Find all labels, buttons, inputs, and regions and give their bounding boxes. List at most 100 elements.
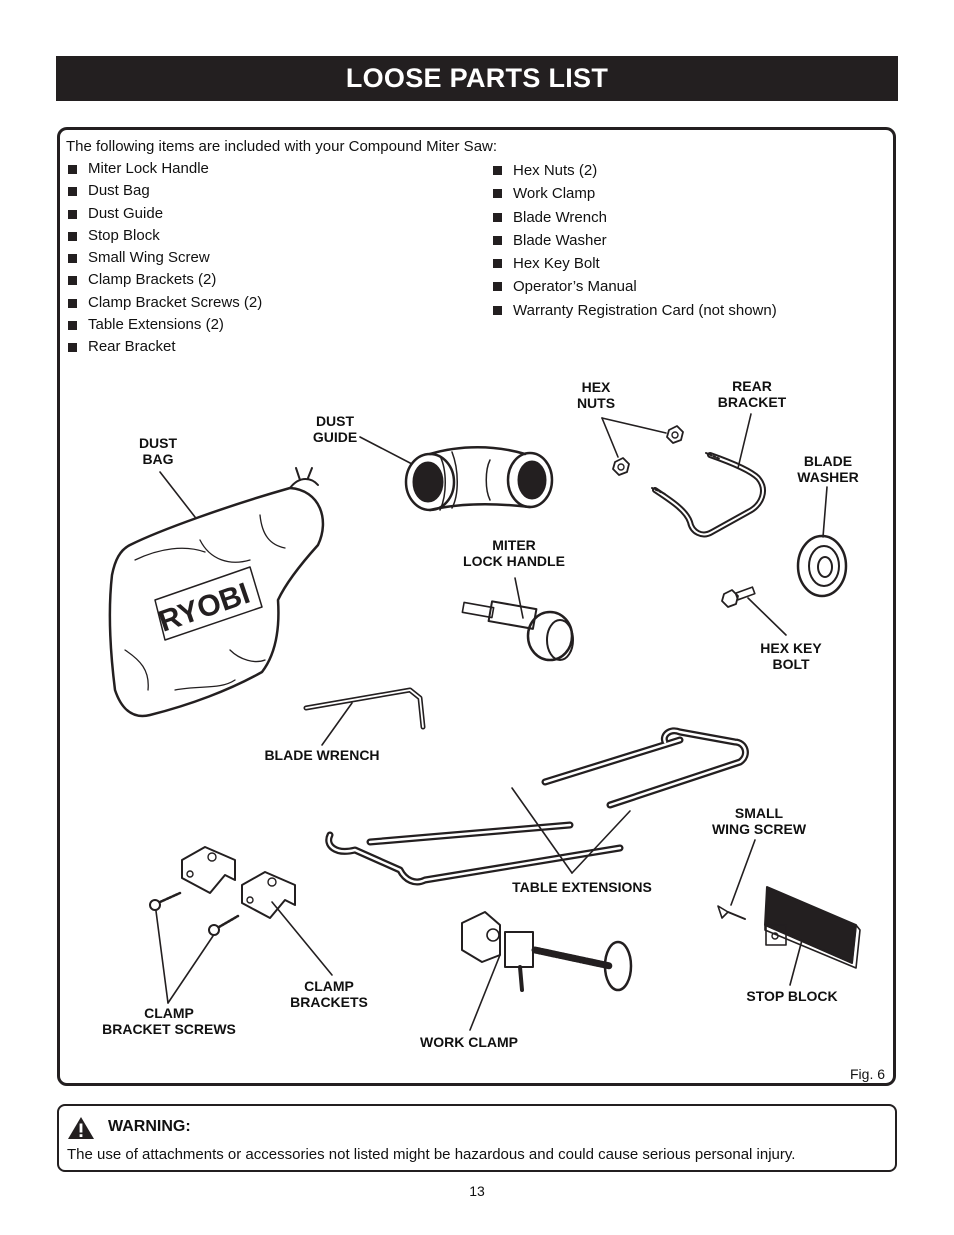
table-extensions-drawing xyxy=(325,727,749,886)
part-label: Hex Key Bolt xyxy=(513,255,600,273)
bullet-icon xyxy=(493,282,502,292)
label-miter-lock-handle: MITER LOCK HANDLE xyxy=(460,537,568,569)
warning-triangle-icon xyxy=(68,1117,94,1139)
bullet-icon xyxy=(493,235,502,245)
bullet-icon xyxy=(68,298,77,308)
part-label: Stop Block xyxy=(88,226,160,244)
bullet-icon xyxy=(68,321,77,331)
list-item: Miter Lock Handle xyxy=(67,158,262,180)
list-item: Dust Bag xyxy=(67,180,262,202)
dust-guide-drawing xyxy=(359,436,554,512)
list-item: Blade Wrench xyxy=(492,206,777,229)
label-line: REAR xyxy=(732,378,772,394)
label-clamp-bracket-screws: CLAMP BRACKET SCREWS xyxy=(102,1005,236,1037)
part-label: Work Clamp xyxy=(513,185,596,203)
bullet-icon xyxy=(68,343,77,353)
label-line: LOCK HANDLE xyxy=(463,553,565,569)
label-stop-block: STOP BLOCK xyxy=(742,988,842,1004)
label-line: MITER xyxy=(492,537,536,553)
label-dust-guide: DUST GUIDE xyxy=(306,413,364,445)
parts-figure-frame xyxy=(57,127,896,1086)
blade-washer-drawing xyxy=(796,486,848,598)
warning-box xyxy=(57,1104,897,1172)
label-line: BLADE xyxy=(803,453,853,469)
part-label: Warranty Registration Card (not shown) xyxy=(513,301,777,319)
part-label: Miter Lock Handle xyxy=(88,160,209,177)
ryobi-logo: RYOBI xyxy=(155,577,255,639)
page-title: LOOSE PARTS LIST xyxy=(345,63,609,93)
parts-list-right: Hex Nuts (2) Work Clamp Blade Wrench Bla… xyxy=(492,159,777,322)
figure-caption: Fig. 6 xyxy=(850,1066,886,1082)
list-item: Hex Nuts (2) xyxy=(492,159,777,182)
label-table-extensions: TABLE EXTENSIONS xyxy=(512,879,652,895)
list-item: Dust Guide xyxy=(67,203,262,225)
bullet-icon xyxy=(68,231,77,241)
hex-key-bolt-drawing xyxy=(721,586,787,636)
part-label: Table Extensions (2) xyxy=(88,316,224,334)
label-work-clamp: WORK CLAMP xyxy=(418,1034,520,1050)
list-item: Operator’s Manual xyxy=(492,275,777,298)
dust-bag-drawing: RYOBI xyxy=(108,467,325,718)
label-line: BAG xyxy=(142,451,174,467)
label-line: HEX xyxy=(581,379,611,395)
label-line: STOP BLOCK xyxy=(746,988,838,1004)
label-line: HEX KEY xyxy=(760,640,822,656)
label-blade-wrench: BLADE WRENCH xyxy=(262,747,382,763)
list-item: Hex Key Bolt xyxy=(492,252,777,275)
list-item: Work Clamp xyxy=(492,182,777,205)
intro-text: The following items are included with yo… xyxy=(66,138,498,155)
small-wing-screw-drawing xyxy=(717,839,756,920)
label-clamp-brackets: CLAMP BRACKETS xyxy=(288,978,370,1010)
blade-wrench-drawing xyxy=(303,687,426,746)
bullet-icon xyxy=(68,209,77,219)
label-line: WASHER xyxy=(797,469,859,485)
bullet-icon xyxy=(68,276,77,286)
section-banner: LOOSE PARTS LIST xyxy=(56,56,898,101)
work-clamp-drawing xyxy=(461,911,633,1031)
label-line: SMALL xyxy=(734,805,784,821)
label-small-wing-screw: SMALL WING SCREW xyxy=(708,805,810,837)
bullet-icon xyxy=(493,305,502,315)
label-line: NUTS xyxy=(576,395,616,411)
label-line: CLAMP xyxy=(144,1005,194,1021)
bullet-icon xyxy=(493,212,502,222)
bullet-icon xyxy=(68,187,77,197)
stop-block-drawing xyxy=(764,886,861,986)
warning-title: WARNING: xyxy=(108,1118,191,1135)
part-label: Clamp Bracket Screws (2) xyxy=(88,293,263,311)
part-label: Dust Bag xyxy=(88,182,150,200)
label-line: BRACKET xyxy=(717,394,787,410)
label-line: WORK CLAMP xyxy=(420,1034,518,1050)
label-line: DUST xyxy=(315,413,355,429)
label-line: TABLE EXTENSIONS xyxy=(512,879,652,895)
label-line: GUIDE xyxy=(312,429,358,445)
part-label: Operator’s Manual xyxy=(513,278,637,296)
list-item: Stop Block xyxy=(67,225,262,247)
list-item: Warranty Registration Card (not shown) xyxy=(492,299,777,322)
label-blade-washer: BLADE WASHER xyxy=(794,453,862,485)
part-label: Rear Bracket xyxy=(88,338,176,356)
label-line: WING SCREW xyxy=(711,821,807,837)
parts-list-left: Miter Lock Handle Dust Bag Dust Guide St… xyxy=(67,158,262,359)
label-line: BOLT xyxy=(772,656,810,672)
part-label: Blade Wrench xyxy=(513,208,607,226)
part-label: Clamp Brackets (2) xyxy=(88,271,217,289)
label-line: DUST xyxy=(138,435,178,451)
warning-text: The use of attachments or accessories no… xyxy=(67,1146,796,1163)
list-item: Table Extensions (2) xyxy=(67,314,262,336)
miter-lock-handle-drawing xyxy=(461,577,574,662)
label-line: BLADE WRENCH xyxy=(264,747,380,763)
part-label: Blade Washer xyxy=(513,231,607,249)
page-number: 13 xyxy=(469,1183,485,1199)
clamp-bracket-screws-drawing xyxy=(149,891,240,1004)
label-rear-bracket: REAR BRACKET xyxy=(714,378,790,410)
part-label: Dust Guide xyxy=(88,204,164,222)
bullet-icon xyxy=(493,259,502,269)
list-item: Small Wing Screw xyxy=(67,247,262,269)
list-item: Blade Washer xyxy=(492,229,777,252)
label-hex-key-bolt: HEX KEY BOLT xyxy=(756,640,826,672)
list-item: Clamp Bracket Screws (2) xyxy=(67,292,262,314)
part-label: Hex Nuts (2) xyxy=(513,162,598,179)
bullet-icon xyxy=(493,189,502,199)
part-label: Small Wing Screw xyxy=(88,249,210,267)
